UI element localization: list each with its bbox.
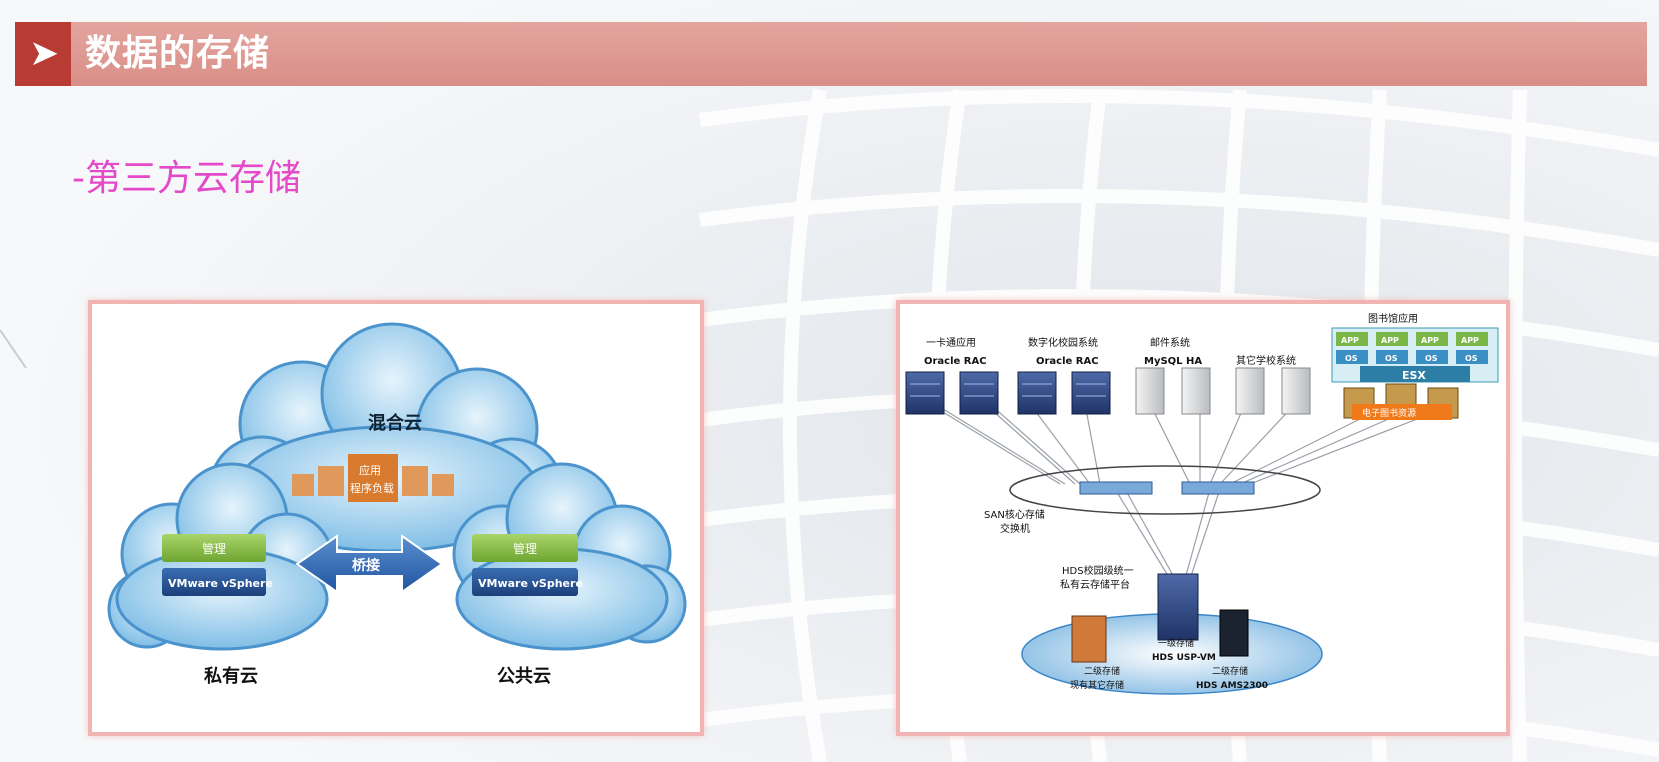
svg-text:OS: OS bbox=[1385, 354, 1398, 363]
library-app-os-stack: APP APP APP APP OS OS OS OS ESX bbox=[1331, 327, 1499, 383]
tier2-left-storage-icon bbox=[1071, 615, 1107, 663]
svg-text:APP: APP bbox=[1341, 336, 1359, 345]
private-cloud-label: 私有云 bbox=[204, 665, 258, 687]
svg-text:电子图书资源: 电子图书资源 bbox=[1362, 407, 1416, 419]
library-label: 图书馆应用 bbox=[1368, 312, 1418, 325]
private-vsphere-bar: VMware vSphere bbox=[162, 568, 273, 596]
svg-text:应用: 应用 bbox=[359, 463, 381, 477]
hybrid-cloud-label: 混合云 bbox=[368, 412, 422, 434]
san-label-2: 交换机 bbox=[1000, 522, 1030, 535]
oracle-server-icons bbox=[905, 371, 1111, 415]
tier1-label: 一级存储 bbox=[1158, 637, 1194, 649]
sys3-db: MySQL HA bbox=[1144, 356, 1202, 367]
san-switch-icons bbox=[1079, 481, 1255, 495]
svg-text:OS: OS bbox=[1345, 354, 1358, 363]
hybrid-cloud-diagram: 混合云 应用 程序负载 桥接 管理 VMware vSphere 管理 bbox=[88, 300, 704, 736]
storage-network-diagram: 一卡通应用 Oracle RAC 数字化校园系统 Oracle RAC 邮件系统… bbox=[896, 300, 1510, 736]
svg-text:ESX: ESX bbox=[1402, 369, 1426, 382]
svg-text:VMware vSphere: VMware vSphere bbox=[168, 577, 273, 590]
sys1-db: Oracle RAC bbox=[924, 356, 987, 367]
hds-label-2: 私有云存储平台 bbox=[1060, 578, 1130, 591]
tier2-right-model: HDS AMS2300 bbox=[1196, 681, 1268, 691]
tier2-left-label: 二级存储 bbox=[1084, 665, 1120, 677]
tier2-right-label: 二级存储 bbox=[1212, 665, 1248, 677]
bridge-arrow: 桥接 bbox=[295, 534, 444, 594]
svg-text:APP: APP bbox=[1381, 336, 1399, 345]
sys3-name: 邮件系统 bbox=[1150, 336, 1190, 349]
svg-text:OS: OS bbox=[1465, 354, 1478, 363]
sys4-name: 其它学校系统 bbox=[1236, 354, 1296, 367]
slide-title: 数据的存储 bbox=[85, 33, 271, 74]
svg-text:管理: 管理 bbox=[513, 541, 537, 556]
svg-text:桥接: 桥接 bbox=[352, 557, 380, 574]
svg-text:VMware vSphere: VMware vSphere bbox=[478, 577, 583, 590]
svg-text:APP: APP bbox=[1461, 336, 1479, 345]
hds-label-1: HDS校园级统一 bbox=[1062, 564, 1134, 577]
network-links bbox=[929, 403, 1431, 580]
san-switch-ring bbox=[1009, 465, 1321, 515]
gray-server-icons bbox=[1135, 367, 1311, 415]
arrow-icon: ➤ bbox=[15, 22, 71, 86]
slide-subtitle: -第三方云存储 bbox=[72, 158, 301, 199]
sys2-db: Oracle RAC bbox=[1036, 356, 1099, 367]
private-manage-bar: 管理 bbox=[162, 534, 266, 562]
tier2-right-storage-icon bbox=[1219, 609, 1249, 657]
sys2-name: 数字化校园系统 bbox=[1028, 336, 1098, 349]
public-manage-bar: 管理 bbox=[472, 534, 578, 562]
san-label-1: SAN核心存储 bbox=[984, 508, 1045, 521]
library-server-icons bbox=[1343, 383, 1459, 419]
public-cloud-shape bbox=[452, 462, 687, 651]
svg-text:OS: OS bbox=[1425, 354, 1438, 363]
svg-text:程序负载: 程序负载 bbox=[350, 481, 394, 495]
slide-title-bar: ➤ 数据的存储 bbox=[15, 22, 1647, 86]
app-workload-boxes: 应用 程序负载 bbox=[292, 454, 454, 502]
public-cloud-label: 公共云 bbox=[497, 666, 551, 687]
tier1-model: HDS USP-VM bbox=[1152, 653, 1216, 663]
svg-text:管理: 管理 bbox=[202, 541, 226, 556]
sys1-name: 一卡通应用 bbox=[926, 336, 976, 349]
public-vsphere-bar: VMware vSphere bbox=[472, 568, 583, 596]
tier1-storage-icon bbox=[1157, 573, 1199, 641]
ebook-resource-label: 电子图书资源 bbox=[1352, 404, 1452, 420]
svg-text:APP: APP bbox=[1421, 336, 1439, 345]
tier2-left-sub: 现有其它存储 bbox=[1070, 679, 1124, 691]
